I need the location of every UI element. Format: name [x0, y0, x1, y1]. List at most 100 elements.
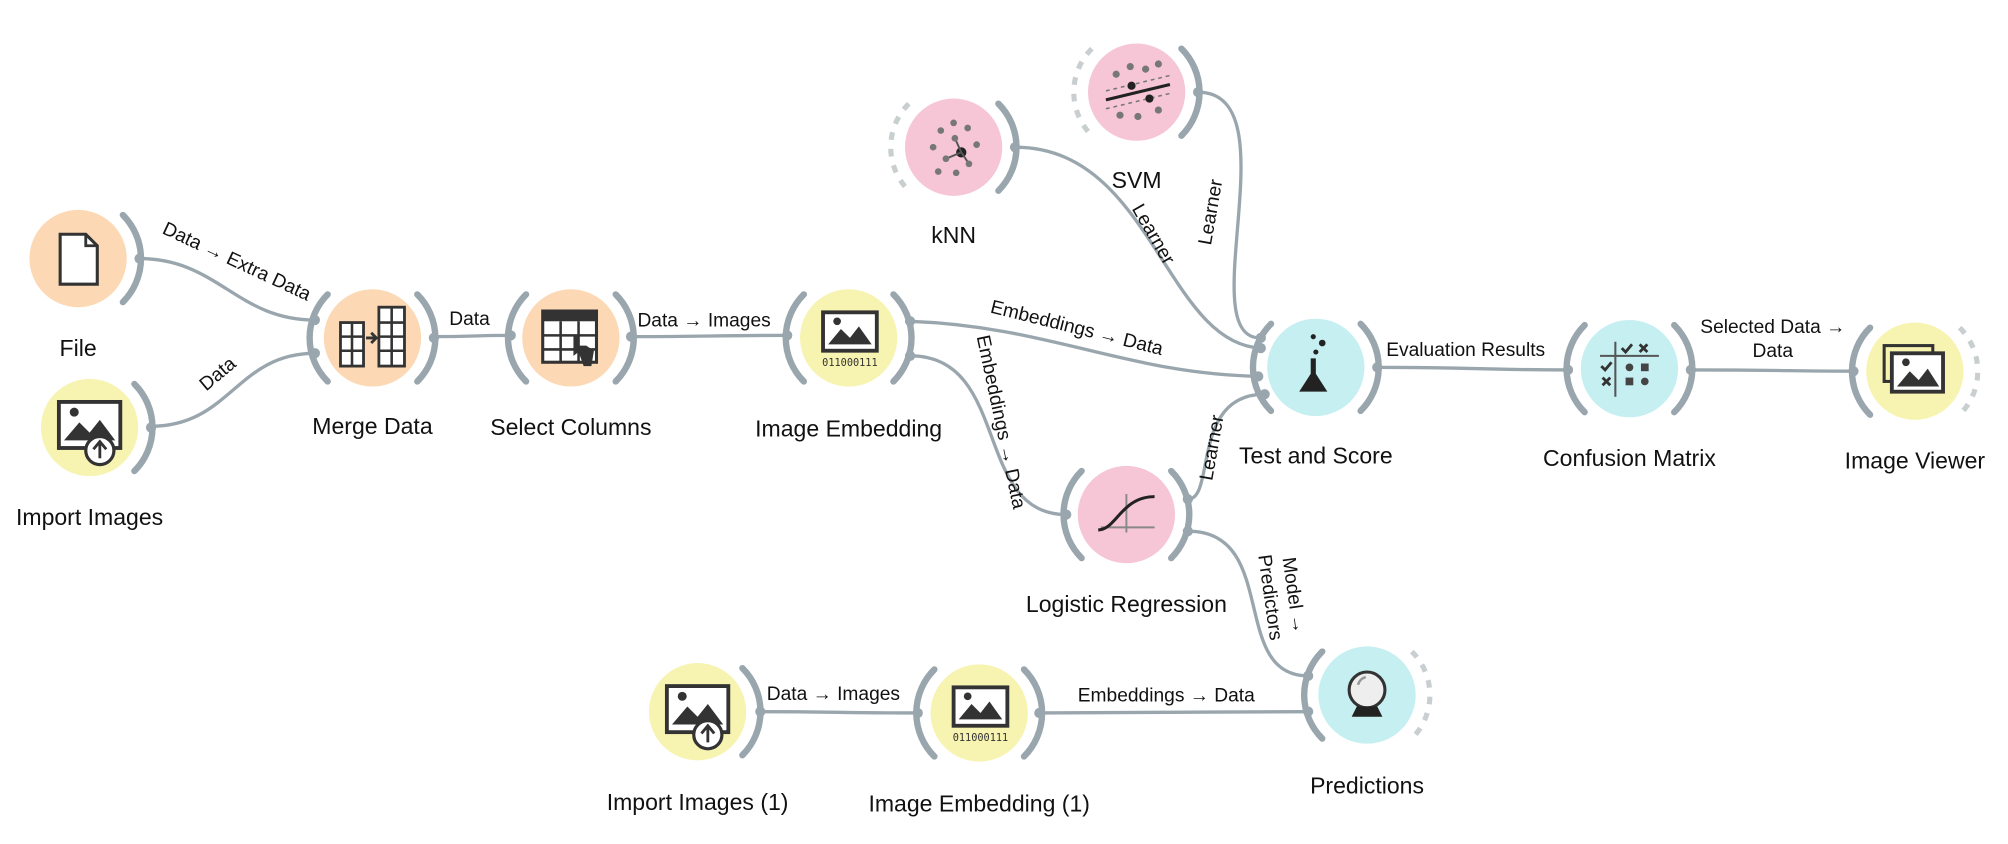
file-icon	[58, 232, 99, 286]
node-logistic-regression-label: Logistic Regression	[1026, 591, 1227, 617]
node-test-and-score-output-anchor[interactable]	[1372, 362, 1383, 373]
node-confusion-matrix[interactable]: Confusion Matrix	[1543, 320, 1716, 471]
node-select-columns-label: Select Columns	[490, 414, 651, 440]
node-predictions[interactable]: Predictions	[1301, 646, 1433, 799]
link-file-merge[interactable]	[139, 256, 315, 322]
node-image-viewer-input-anchor[interactable]	[1848, 366, 1859, 377]
node-logistic-regression-output-anchor-1[interactable]	[1182, 494, 1193, 505]
node-image-embedding-input-anchor[interactable]	[782, 330, 793, 341]
link-embed1-pred[interactable]	[1039, 710, 1309, 715]
node-import-images-1[interactable]: Import Images (1)	[607, 663, 789, 815]
node-image-embedding-output-anchor-2[interactable]	[904, 350, 916, 361]
crystal-ball-icon	[1347, 670, 1387, 717]
node-knn-output-anchor[interactable]	[1009, 142, 1021, 153]
link-embed-test[interactable]	[910, 319, 1259, 378]
link-label-embed-test: Embeddings → Data	[988, 297, 1165, 360]
node-predictions-output-arc	[1410, 649, 1433, 741]
node-test-and-score-input-anchor-3[interactable]	[1253, 371, 1264, 382]
node-logistic-regression-output-anchor-2[interactable]	[1182, 526, 1193, 537]
node-image-embedding-label: Image Embedding	[755, 415, 942, 441]
link-labels: Data → Extra Data Data Data Data → Image…	[159, 177, 1845, 706]
svm-icon	[1105, 60, 1171, 121]
node-image-viewer-label: Image Viewer	[1845, 447, 1986, 473]
link-test-confusion[interactable]	[1377, 365, 1569, 372]
node-image-embedding-1-label: Image Embedding (1)	[868, 791, 1089, 817]
link-label-select-embed: Data → Images	[637, 310, 770, 331]
node-confusion-matrix-output-anchor[interactable]	[1685, 364, 1696, 376]
node-knn-circle	[904, 98, 1003, 196]
link-label-confusion-viewer-1: Selected Data →	[1700, 317, 1845, 338]
node-test-and-score-input-anchor-1[interactable]	[1255, 332, 1266, 344]
image-embedding-code: 011000111	[822, 357, 877, 369]
link-label-import1-embed1: Data → Images	[767, 684, 900, 705]
node-knn[interactable]: kNN	[888, 98, 1021, 249]
link-label-confusion-viewer-2: Data	[1753, 341, 1794, 362]
node-predictions-input-anchor-1[interactable]	[1303, 670, 1314, 681]
link-import1-embed1[interactable]	[760, 710, 918, 715]
link-import-merge[interactable]	[151, 351, 315, 428]
link-label-knn-test: Learner	[1127, 201, 1179, 269]
node-confusion-matrix-label: Confusion Matrix	[1543, 445, 1716, 471]
node-svm[interactable]: SVM	[1071, 43, 1204, 194]
link-label-merge-select: Data	[449, 309, 490, 330]
node-confusion-matrix-input-anchor[interactable]	[1562, 364, 1574, 376]
node-test-and-score-input-anchor-4[interactable]	[1259, 389, 1270, 400]
link-embed-logreg[interactable]	[910, 354, 1067, 517]
link-label-logreg-test: Learner	[1196, 413, 1228, 482]
node-file[interactable]: File	[29, 209, 145, 361]
node-image-embedding-output-anchor-1[interactable]	[904, 316, 916, 327]
node-import-images[interactable]: Import Images	[16, 378, 163, 530]
node-logistic-regression[interactable]: Logistic Regression	[1026, 465, 1227, 617]
import-images-icon	[56, 399, 123, 467]
link-merge-select[interactable]	[433, 333, 511, 339]
node-import-images-label: Import Images	[16, 504, 163, 530]
node-image-viewer[interactable]: Image Viewer	[1845, 322, 1986, 474]
node-merge-data-input-anchor-2[interactable]	[309, 348, 320, 359]
node-select-columns-output-anchor[interactable]	[625, 331, 637, 342]
node-import-images-1-output-anchor[interactable]	[755, 706, 766, 717]
flask-icon	[1299, 334, 1328, 392]
node-import-images-output-anchor[interactable]	[145, 422, 157, 433]
node-svm-input-arc	[1071, 46, 1094, 138]
node-select-columns-input-anchor[interactable]	[505, 330, 516, 341]
node-predictions-label: Predictions	[1310, 773, 1424, 799]
knn-icon	[929, 119, 980, 177]
image-embedding-icon	[951, 685, 1010, 728]
node-logistic-regression-output-arc[interactable]	[1167, 467, 1193, 562]
node-test-and-score-input-arc[interactable]	[1249, 320, 1275, 415]
node-predictions-input-anchor-2[interactable]	[1303, 706, 1314, 717]
node-image-embedding-1-input-anchor[interactable]	[912, 707, 923, 719]
link-label-file-merge: Data → Extra Data	[159, 218, 314, 305]
node-select-columns[interactable]: Select Columns	[490, 289, 652, 440]
link-select-embed[interactable]	[631, 333, 788, 339]
node-image-embedding[interactable]: 011000111 Image Embedding	[755, 289, 942, 441]
node-logistic-regression-input-anchor[interactable]	[1061, 509, 1072, 520]
node-image-embedding-output-arc[interactable]	[890, 291, 915, 385]
node-image-viewer-output-arc	[1957, 325, 1981, 417]
node-file-output-anchor[interactable]	[134, 253, 145, 264]
link-label-test-confusion: Evaluation Results	[1386, 340, 1545, 361]
node-image-embedding-1-output-anchor[interactable]	[1034, 707, 1045, 719]
image-embedding-icon	[821, 310, 879, 353]
link-confusion-viewer[interactable]	[1690, 368, 1854, 373]
node-test-and-score-input-anchor-2[interactable]	[1255, 343, 1266, 354]
node-merge-data[interactable]: Merge Data	[306, 289, 440, 439]
sigmoid-icon	[1098, 494, 1155, 533]
node-knn-label: kNN	[931, 222, 976, 248]
link-knn-test[interactable]	[1015, 145, 1261, 350]
node-predictions-input-arc[interactable]	[1301, 648, 1326, 742]
link-logreg-pred[interactable]	[1187, 529, 1309, 678]
node-merge-data-input-arc[interactable]	[306, 291, 331, 385]
node-merge-data-input-anchor-1[interactable]	[309, 314, 320, 326]
node-test-and-score-label: Test and Score	[1239, 442, 1393, 468]
link-svm-test[interactable]	[1198, 90, 1261, 340]
node-svm-output-anchor[interactable]	[1192, 87, 1204, 98]
node-import-images-1-label: Import Images (1)	[607, 789, 789, 815]
node-image-embedding-1[interactable]: 011000111 Image Embedding (1)	[868, 664, 1090, 817]
links	[139, 90, 1854, 715]
link-logreg-test[interactable]	[1187, 392, 1265, 501]
node-merge-data-output-anchor[interactable]	[428, 332, 440, 344]
node-test-and-score[interactable]: Test and Score	[1239, 318, 1393, 469]
